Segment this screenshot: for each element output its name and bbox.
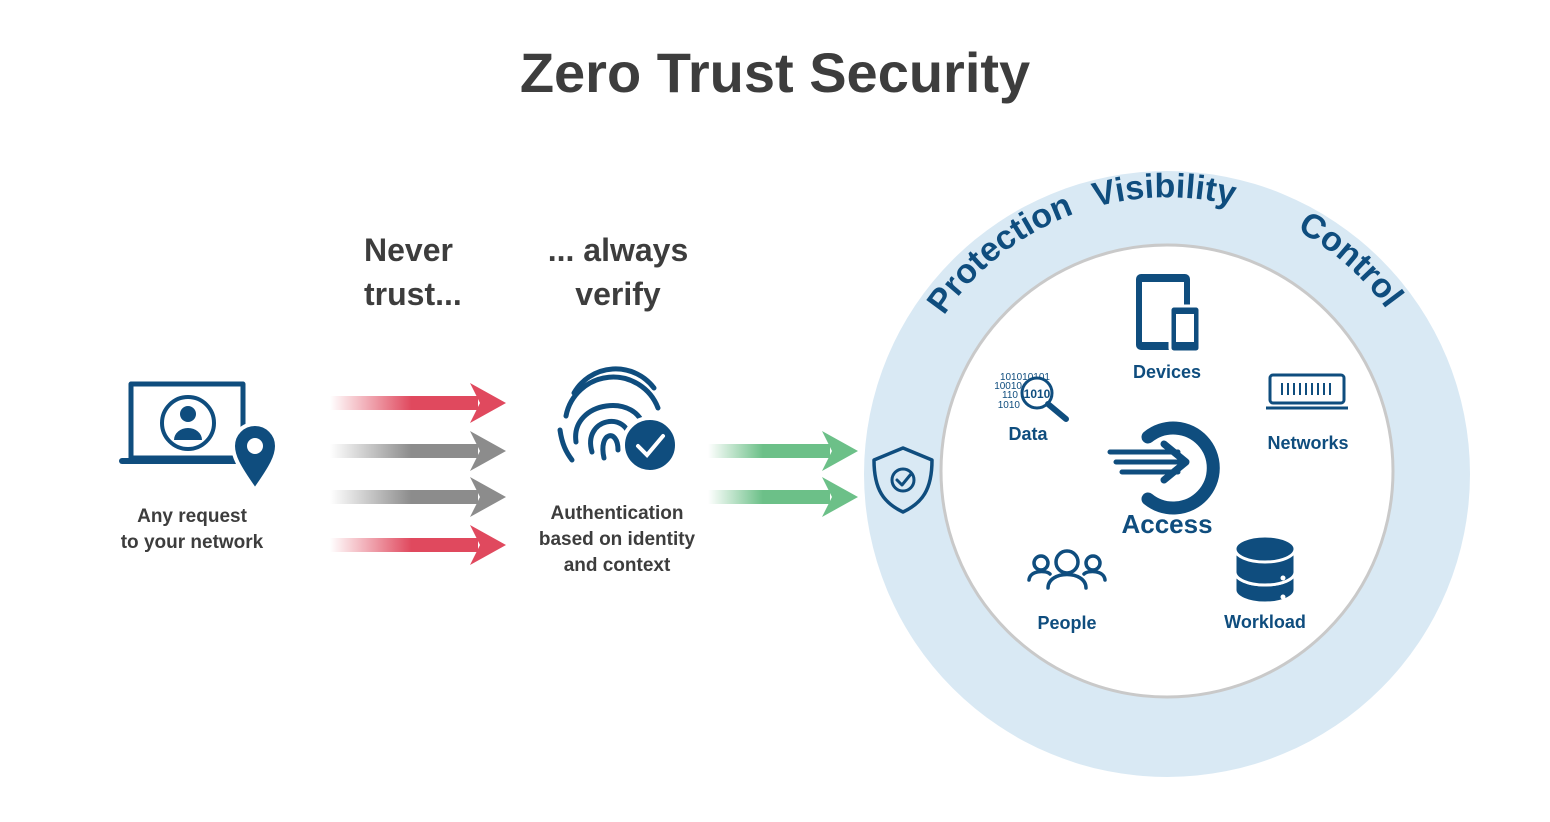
workload-label: Workload bbox=[1224, 612, 1306, 632]
switch-icon bbox=[1266, 373, 1348, 410]
red-arrow-2 bbox=[330, 525, 506, 565]
request-caption: Any request to your network bbox=[92, 504, 292, 556]
always-line-1: ... always bbox=[547, 232, 689, 268]
always-verify-phrase: ... always verify bbox=[538, 228, 698, 316]
auth-caption-line-2: based on identity bbox=[538, 529, 696, 550]
green-arrow-2 bbox=[708, 477, 858, 517]
data-digits-5: 1010 bbox=[1024, 387, 1051, 401]
data-digits-1: 101010101 bbox=[1000, 372, 1050, 383]
access-arrow-icon bbox=[1107, 421, 1220, 515]
incoming-request-arrows bbox=[330, 383, 506, 565]
laptop-user-location-icon bbox=[119, 381, 279, 492]
fingerprint-check-icon bbox=[557, 366, 679, 474]
request-caption-line-2: to your network bbox=[120, 532, 264, 553]
database-icon bbox=[1233, 534, 1297, 607]
red-arrow-1 bbox=[330, 383, 506, 423]
auth-caption-line-1: Authentication bbox=[550, 503, 684, 524]
data-digits-2: 10010 bbox=[994, 381, 1022, 392]
never-line-1: Never bbox=[364, 232, 453, 268]
devices-label: Devices bbox=[1133, 362, 1201, 382]
never-line-2: trust... bbox=[364, 276, 462, 312]
networks-label: Networks bbox=[1267, 433, 1348, 453]
gray-arrow-1 bbox=[330, 431, 506, 471]
binary-magnifier-icon: 101010101 10010 110 1010 1010 bbox=[994, 372, 1069, 422]
verified-access-arrows bbox=[708, 431, 858, 517]
gray-arrow-2 bbox=[330, 477, 506, 517]
tablet-phone-icon bbox=[1136, 274, 1202, 354]
data-label: Data bbox=[1008, 424, 1048, 444]
shield-check-icon bbox=[872, 446, 934, 514]
access-label: Access bbox=[1121, 509, 1212, 539]
auth-caption: Authentication based on identity and con… bbox=[517, 501, 717, 579]
green-arrow-1 bbox=[708, 431, 858, 471]
auth-caption-line-3: and context bbox=[563, 555, 671, 576]
never-trust-phrase: Never trust... bbox=[364, 228, 462, 316]
people-label: People bbox=[1037, 613, 1096, 633]
always-line-2: verify bbox=[575, 276, 661, 312]
data-digits-4: 1010 bbox=[998, 400, 1021, 411]
page-title: Zero Trust Security bbox=[519, 41, 1031, 104]
request-caption-line-1: Any request bbox=[137, 506, 247, 527]
data-digits-3: 110 bbox=[1002, 390, 1018, 401]
group-icon bbox=[1027, 549, 1107, 590]
